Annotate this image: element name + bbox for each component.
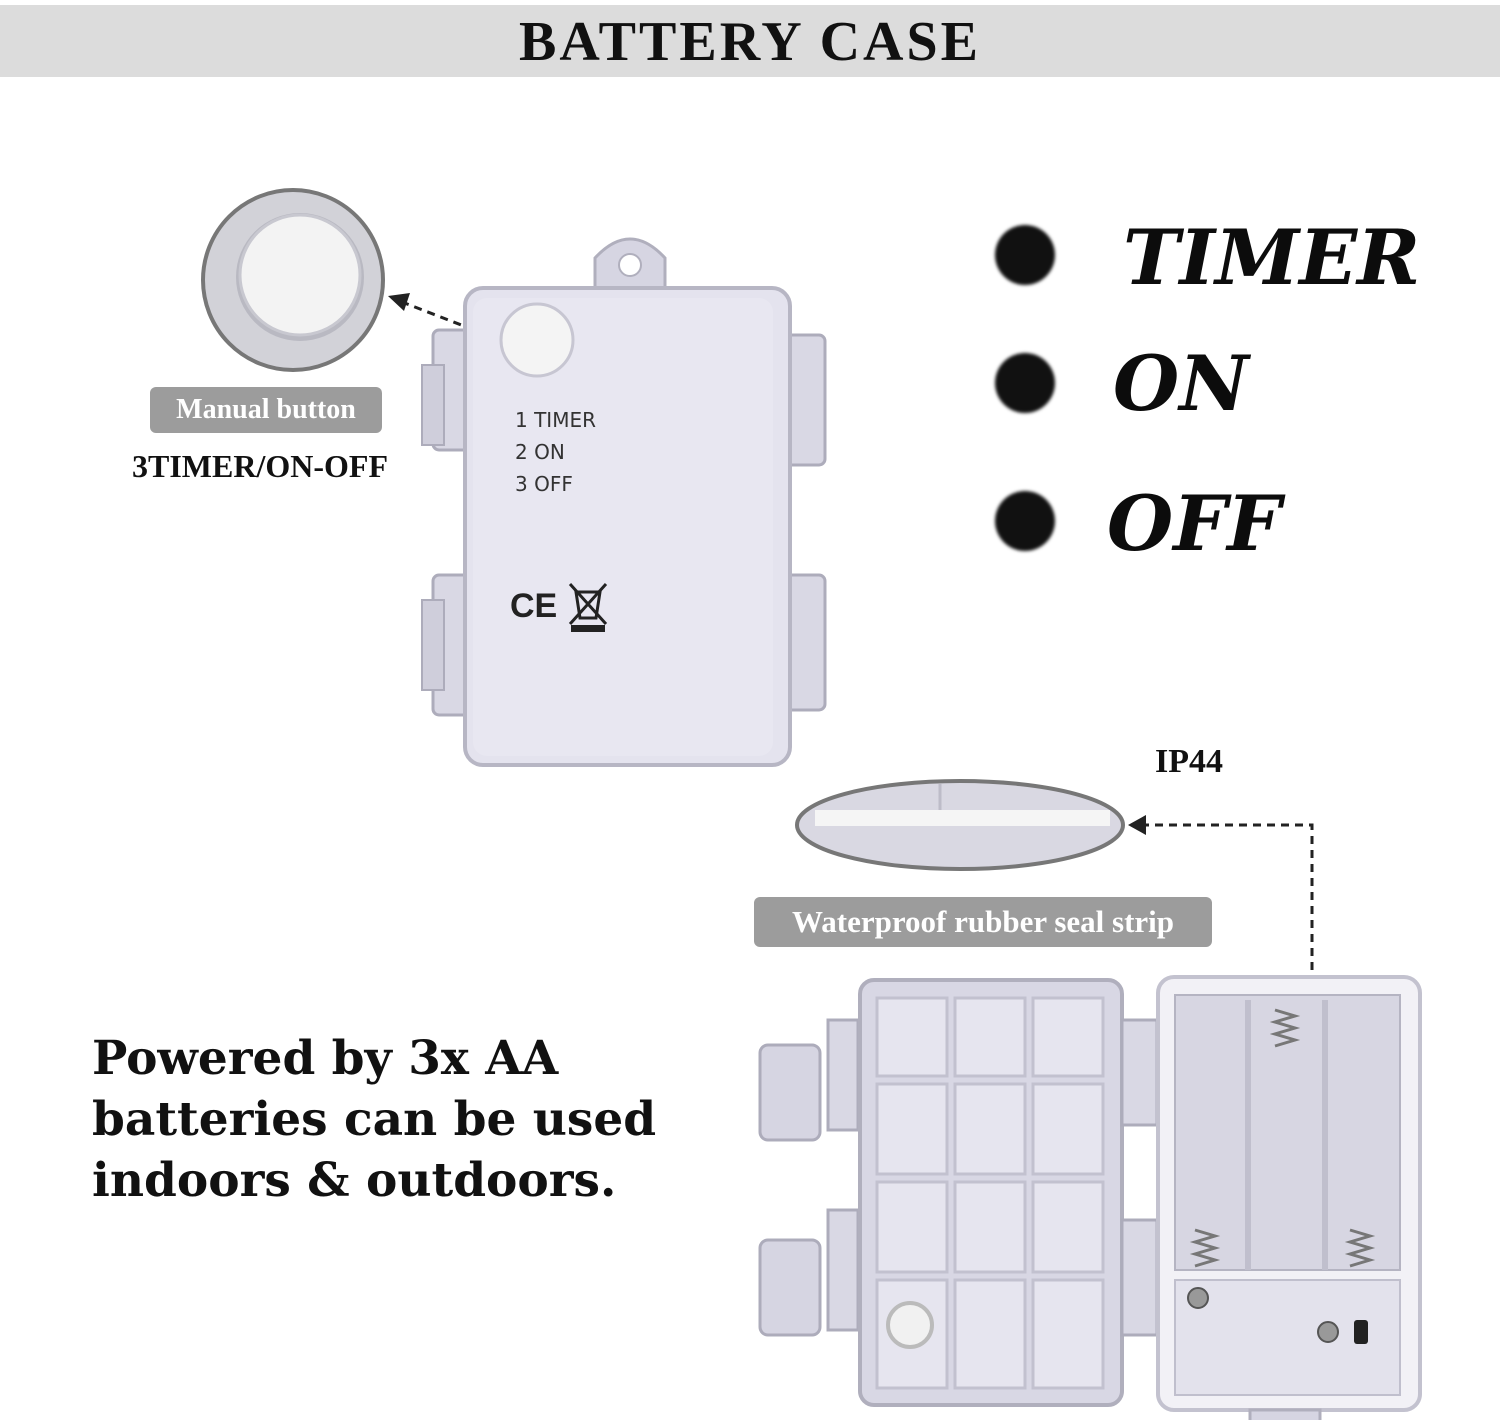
case-label-on: 2 ON bbox=[515, 440, 565, 464]
weee-icon bbox=[568, 582, 608, 626]
description-line: batteries can be used bbox=[92, 1092, 657, 1147]
description-line: Powered by 3x AA bbox=[92, 1031, 559, 1086]
manual-button bbox=[499, 302, 575, 378]
description-line: indoors & outdoors. bbox=[92, 1153, 617, 1208]
mode-label: OFF bbox=[1107, 479, 1282, 568]
bullet-icon bbox=[995, 353, 1055, 413]
button-closeup bbox=[238, 213, 362, 337]
bullet-icon bbox=[995, 491, 1055, 551]
mode-off: OFF bbox=[995, 479, 1395, 568]
ip-rating: IP44 bbox=[1155, 743, 1223, 780]
mode-label: TIMER bbox=[1123, 213, 1421, 302]
mode-timer: TIMER bbox=[995, 220, 1420, 300]
mode-caption: 3TIMER/ON-OFF bbox=[132, 448, 388, 484]
manual-button-label: Manual button bbox=[150, 387, 382, 433]
mode-label: ON bbox=[1113, 339, 1249, 428]
mode-on: ON bbox=[995, 346, 1395, 430]
ce-mark: CE bbox=[510, 587, 557, 625]
seal-strip-label: Waterproof rubber seal strip bbox=[754, 897, 1212, 947]
case-mode-labels: 1 TIMER 2 ON 3 OFF bbox=[515, 404, 596, 500]
closed-battery-case-image: CE bbox=[201, 188, 827, 767]
battery-description: Powered by 3x AA batteries can be used i… bbox=[92, 1028, 712, 1211]
case-label-off: 3 OFF bbox=[515, 472, 573, 496]
page-title: BATTERY CASE bbox=[0, 5, 1500, 77]
open-battery-case-image bbox=[758, 779, 1422, 1420]
case-label-timer: 1 TIMER bbox=[515, 408, 596, 432]
bullet-icon bbox=[995, 225, 1055, 285]
